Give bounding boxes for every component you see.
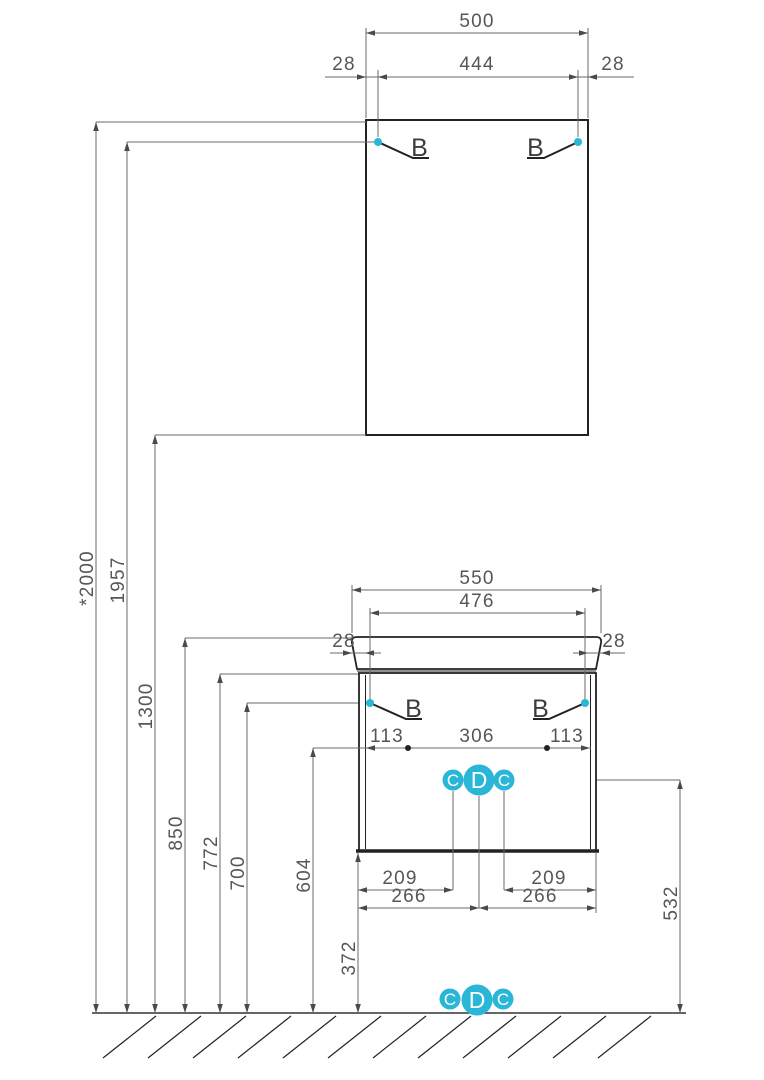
dim-mirror-hanger-span: 444 xyxy=(459,54,494,75)
dim-mount-inset-left: 113 xyxy=(370,726,404,747)
floor-offset-dimensions: 209 209 266 266 xyxy=(358,791,597,913)
hinge-leader-left xyxy=(369,702,422,720)
vanity-unit xyxy=(350,636,603,853)
height-label-outlets: 532 xyxy=(661,885,682,920)
wall-outlets: C D C xyxy=(442,764,515,796)
height-label-mirror-hangers: 1957 xyxy=(108,556,129,603)
dim-outlet-d-left: 266 xyxy=(391,886,426,907)
dim-mirror-offset-right: 28 xyxy=(601,54,625,75)
mirror-dimensions: 500 28 444 28 xyxy=(325,11,634,137)
wall-outlet-c-right-label: C xyxy=(498,771,510,790)
wall-outlet-d xyxy=(463,764,495,796)
height-label-mirror-bottom: 1300 xyxy=(136,682,157,729)
wall-outlet-c-right xyxy=(493,769,515,791)
floor-outlet-c-left xyxy=(439,988,461,1010)
floor-offset-arrows xyxy=(358,887,596,911)
hinge-label-right: B xyxy=(532,695,550,723)
hinge-dot-right xyxy=(581,699,589,707)
height-label-mount-line: 604 xyxy=(294,857,315,892)
mount-point-dot-left xyxy=(405,745,411,751)
floor-hatching xyxy=(102,1015,652,1059)
floor-outlets: C D C xyxy=(439,984,514,1016)
mirror-hanger-label-left: B xyxy=(411,134,429,162)
mirror-hangers: B B xyxy=(374,134,582,162)
dim-mount-inset-right: 113 xyxy=(550,726,584,747)
vanity-dimension-arrows xyxy=(343,587,610,751)
height-label-hinges: 700 xyxy=(228,855,249,890)
dim-vanity-offset-right: 28 xyxy=(602,631,626,652)
vanity-dimensions: 550 476 28 28 113 306 113 xyxy=(313,568,626,751)
height-label-vanity-top: 772 xyxy=(201,835,222,870)
mirror-hanger-label-right: B xyxy=(527,134,545,162)
mirror-extension-lines xyxy=(325,28,634,137)
mirror-hanger-dot-right xyxy=(574,138,582,146)
dim-mirror-offset-left: 28 xyxy=(332,54,356,75)
mirror-panel xyxy=(365,119,589,436)
height-dimensions: *2000 1957 1300 850 772 700 604 372 532 xyxy=(77,121,683,1013)
wall-outlet-c-left-label: C xyxy=(447,771,459,790)
mirror-hanger-leader-right xyxy=(527,141,579,159)
hinge-label-left: B xyxy=(405,695,423,723)
dim-vanity-hinge-span: 476 xyxy=(459,591,494,612)
dim-vanity-top-width: 550 xyxy=(459,568,494,589)
cabinet-box xyxy=(358,672,597,852)
height-label-vanity-bottom: 372 xyxy=(339,940,360,975)
floor-outlet-d-label: D xyxy=(469,987,486,1013)
dim-outlet-c-right: 209 xyxy=(531,868,566,889)
hinge-dot-left xyxy=(366,699,374,707)
wall-outlet-c-left xyxy=(442,769,464,791)
height-extension-lines xyxy=(96,121,680,781)
floor-outlet-c-right-label: C xyxy=(497,990,509,1009)
floor-outlet-c-left-label: C xyxy=(444,990,456,1009)
mount-point-dot-right xyxy=(544,745,550,751)
hinge-leader-right xyxy=(533,702,586,720)
floor-outlet-d xyxy=(461,984,493,1016)
height-label-basin-rim: 850 xyxy=(166,815,187,850)
vanity-hinges: B B xyxy=(366,695,589,723)
floor-line-group xyxy=(92,1012,686,1059)
height-label-mirror-top: *2000 xyxy=(77,550,98,606)
floor-outlet-c-right xyxy=(492,988,514,1010)
mirror-dimension-arrows xyxy=(357,30,597,80)
dim-outlet-d-right: 266 xyxy=(522,886,557,907)
wall-outlet-d-label: D xyxy=(471,767,488,793)
dim-mount-spacing: 306 xyxy=(459,726,494,747)
mirror-hanger-leader-left xyxy=(377,141,429,159)
height-dimension-lines xyxy=(95,122,681,1013)
dim-outlet-c-left: 209 xyxy=(382,868,417,889)
height-dimension-arrows xyxy=(93,122,683,1013)
floor-offset-lines xyxy=(358,791,597,913)
washbasin xyxy=(350,636,603,670)
mirror-hanger-dot-left xyxy=(374,138,382,146)
dim-vanity-offset-left: 28 xyxy=(332,631,356,652)
dim-mirror-width: 500 xyxy=(459,11,494,32)
